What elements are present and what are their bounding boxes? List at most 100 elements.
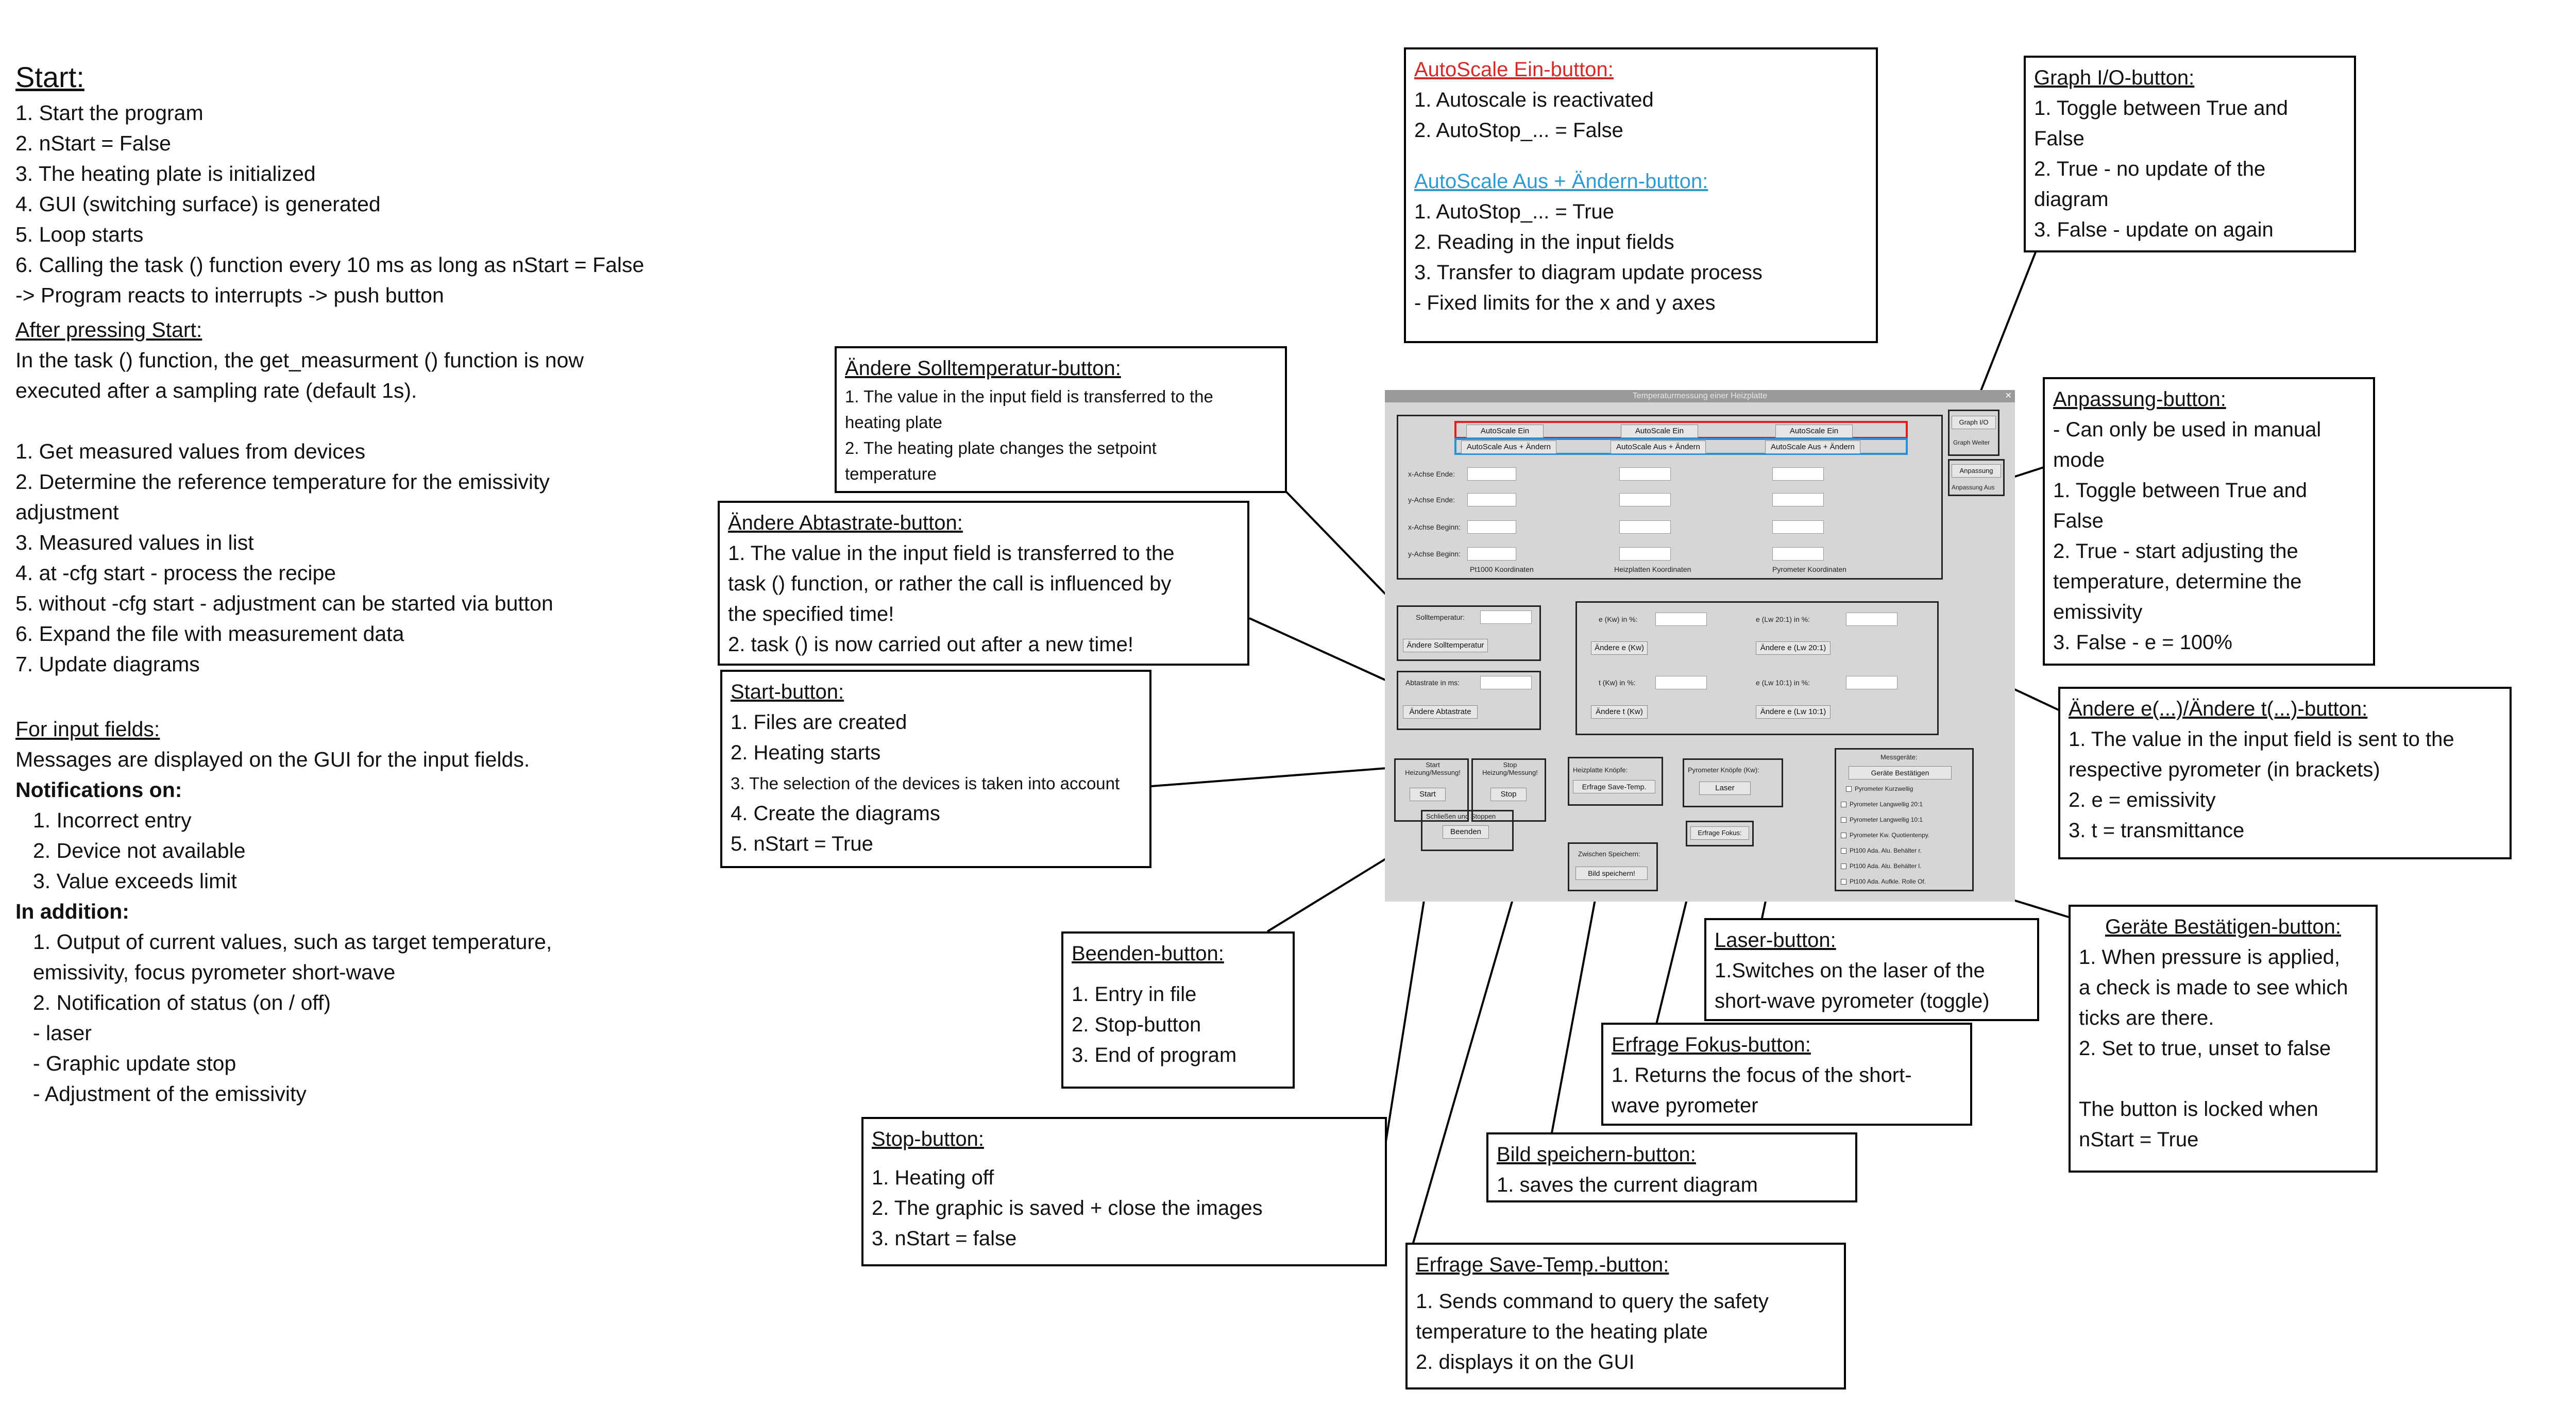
axis-input[interactable]	[1772, 467, 1824, 481]
heizplatte-frame	[1568, 757, 1663, 806]
anpassung-button[interactable]: Anpassung	[1952, 464, 2001, 478]
callout-line: 2. The heating plate changes the setpoin…	[845, 438, 1157, 457]
e-lw20-input[interactable]	[1846, 613, 1897, 626]
callout-title: Start-button:	[731, 681, 844, 703]
axis-input[interactable]	[1467, 520, 1516, 534]
axis-input[interactable]	[1619, 547, 1671, 561]
aendere-solltemperatur-button[interactable]: Ändere Solltemperatur	[1403, 639, 1488, 652]
callout-line: 1. The value in the input field is trans…	[845, 387, 1213, 406]
axis-input[interactable]	[1772, 520, 1824, 534]
checkbox-icon	[1841, 848, 1846, 854]
axis-label: y-Achse Beginn:	[1408, 550, 1461, 558]
messgeraete-label: Messgeräte:	[1880, 753, 1918, 761]
autoscale-callout: AutoScale Ein-button: 1. Autoscale is re…	[1404, 47, 1878, 343]
callout-line: 2. task () is now carried out after a ne…	[728, 633, 1133, 656]
autoscale-aus-button[interactable]: AutoScale Aus + Ändern	[1611, 440, 1706, 454]
aendere-e-kw-button[interactable]: Ändere e (Kw)	[1591, 641, 1648, 655]
device-checkbox[interactable]: Pyrometer Langwellig 10:1	[1841, 816, 1923, 823]
e-lw10-input[interactable]	[1846, 676, 1897, 689]
e-kw-input[interactable]	[1655, 613, 1707, 626]
start-heading: Start:	[15, 61, 84, 93]
device-label: Pt100 Ada. Alu. Behälter r.	[1850, 847, 1922, 854]
axis-label: x-Achse Beginn:	[1408, 523, 1461, 531]
callout-line: short-wave pyrometer (toggle)	[1715, 990, 1990, 1012]
device-checkbox[interactable]: Pt100 Ada. Alu. Behälter r.	[1841, 847, 1922, 854]
callout-line: 5. nStart = True	[731, 833, 873, 855]
callout-line: 3. Transfer to diagram update process	[1414, 261, 1762, 284]
addition-item: 2. Notification of status (on / off)	[33, 991, 331, 1014]
gui-title-bar: Temperaturmessung einer Heizplatte ✕	[1385, 390, 2015, 402]
axis-input[interactable]	[1772, 547, 1824, 561]
notification-item: 3. Value exceeds limit	[33, 869, 237, 893]
axis-input[interactable]	[1619, 520, 1671, 534]
axis-input[interactable]	[1467, 467, 1516, 481]
solltemp-frame	[1397, 605, 1541, 661]
erfrage-fokus-button[interactable]: Erfrage Fokus:	[1690, 826, 1749, 840]
device-checkbox[interactable]: Pt100 Ada. Aufkle. Rolle Of.	[1841, 878, 1926, 885]
callout-line: task () function, or rather the call is …	[728, 572, 1172, 595]
axis-input[interactable]	[1467, 547, 1516, 561]
bild-speichern-button[interactable]: Bild speichern!	[1575, 867, 1648, 880]
close-icon[interactable]: ✕	[2005, 392, 2012, 400]
anpassung-callout: Anpassung-button: - Can only be used in …	[2043, 377, 2375, 666]
abtastrate-label: Abtastrate in ms:	[1405, 679, 1460, 687]
device-checkbox[interactable]: Pyrometer Langwellig 20:1	[1841, 801, 1923, 808]
stop-frame	[1471, 758, 1546, 822]
autoscale-aus-button[interactable]: AutoScale Aus + Ändern	[1461, 440, 1556, 454]
solltemp-input[interactable]	[1480, 611, 1532, 624]
laser-button[interactable]: Laser	[1699, 782, 1751, 795]
start-callout: Start-button: 1. Files are created 2. He…	[720, 670, 1151, 868]
aendere-abtastrate-button[interactable]: Ändere Abtastrate	[1403, 705, 1478, 719]
axis-label: x-Achse Ende:	[1408, 470, 1455, 478]
autoscale-aus-button[interactable]: AutoScale Aus + Ändern	[1765, 440, 1860, 454]
erfrage-save-temp-button[interactable]: Erfrage Save-Temp.	[1573, 780, 1655, 793]
t-kw-input[interactable]	[1655, 676, 1707, 689]
callout-line: 1. AutoStop_... = True	[1414, 200, 1615, 223]
callout-line: mode	[2053, 449, 2105, 471]
callout-line: 1. The value in the input field is sent …	[2069, 728, 2454, 751]
aendere-e-lw10-button[interactable]: Ändere e (Lw 10:1)	[1756, 705, 1831, 719]
device-checkbox[interactable]: Pt100 Ada. Alu. Behälter l.	[1841, 862, 1921, 870]
callout-line: 2. displays it on the GUI	[1416, 1351, 1635, 1374]
after-start-step: 6. Expand the file with measurement data	[15, 622, 404, 646]
callout-line: 2. True - start adjusting the	[2053, 540, 2298, 563]
after-start-step: 7. Update diagrams	[15, 652, 200, 676]
device-checkbox[interactable]: Pyrometer Kw. Quotientenpy.	[1841, 832, 1929, 839]
abtastrate-input[interactable]	[1480, 676, 1532, 689]
callout-line: 3. nStart = false	[872, 1227, 1017, 1250]
callout-line: - Can only be used in manual	[2053, 418, 2321, 441]
aendere-t-kw-button[interactable]: Ändere t (Kw)	[1591, 705, 1648, 719]
beenden-button[interactable]: Beenden	[1443, 825, 1489, 839]
callout-line: 3. False - update on again	[2034, 218, 2274, 241]
autoscale-ein-button[interactable]: AutoScale Ein	[1775, 425, 1853, 438]
e-kw-label: e (Kw) in %:	[1599, 615, 1638, 623]
stop-button[interactable]: Stop	[1490, 788, 1527, 801]
callout-line: 2. True - no update of the	[2034, 158, 2266, 180]
graph-io-frame	[1948, 410, 1999, 456]
aendere-e-callout: Ändere e(...)/Ändere t(...)-button: 1. T…	[2058, 687, 2512, 859]
heizplatte-label: Heizplatte Knöpfe:	[1573, 766, 1628, 774]
aendere-e-lw20-button[interactable]: Ändere e (Lw 20:1)	[1756, 641, 1831, 655]
axis-input[interactable]	[1772, 493, 1824, 506]
callout-line: diagram	[2034, 188, 2109, 211]
axis-input[interactable]	[1619, 467, 1671, 481]
callout-line: 2. e = emissivity	[2069, 789, 2216, 811]
axis-input[interactable]	[1619, 493, 1671, 506]
abtastrate-frame	[1397, 671, 1541, 730]
callout-line: 4. Create the diagrams	[731, 802, 940, 825]
axis-input[interactable]	[1467, 493, 1516, 506]
autoscale-ein-button[interactable]: AutoScale Ein	[1621, 425, 1698, 438]
device-label: Pyrometer Langwellig 20:1	[1850, 801, 1923, 808]
t-kw-label: t (Kw) in %:	[1599, 679, 1636, 687]
fokus-frame	[1686, 821, 1754, 846]
after-start-heading: After pressing Start:	[15, 318, 202, 342]
graph-io-button[interactable]: Graph I/O	[1952, 416, 1996, 429]
column-label: Pyrometer Koordinaten	[1772, 565, 1846, 573]
device-checkbox[interactable]: Pyrometer Kurzwellig	[1846, 785, 1913, 792]
callout-title: Beenden-button:	[1072, 942, 1224, 965]
callout-line: 1. saves the current diagram	[1497, 1174, 1758, 1196]
autoscale-ein-button[interactable]: AutoScale Ein	[1466, 425, 1544, 438]
start-button[interactable]: Start	[1410, 788, 1446, 801]
geraete-bestaetigen-button[interactable]: Geräte Bestätigen	[1849, 766, 1952, 779]
start-step: 6. Calling the task () function every 10…	[15, 253, 645, 277]
